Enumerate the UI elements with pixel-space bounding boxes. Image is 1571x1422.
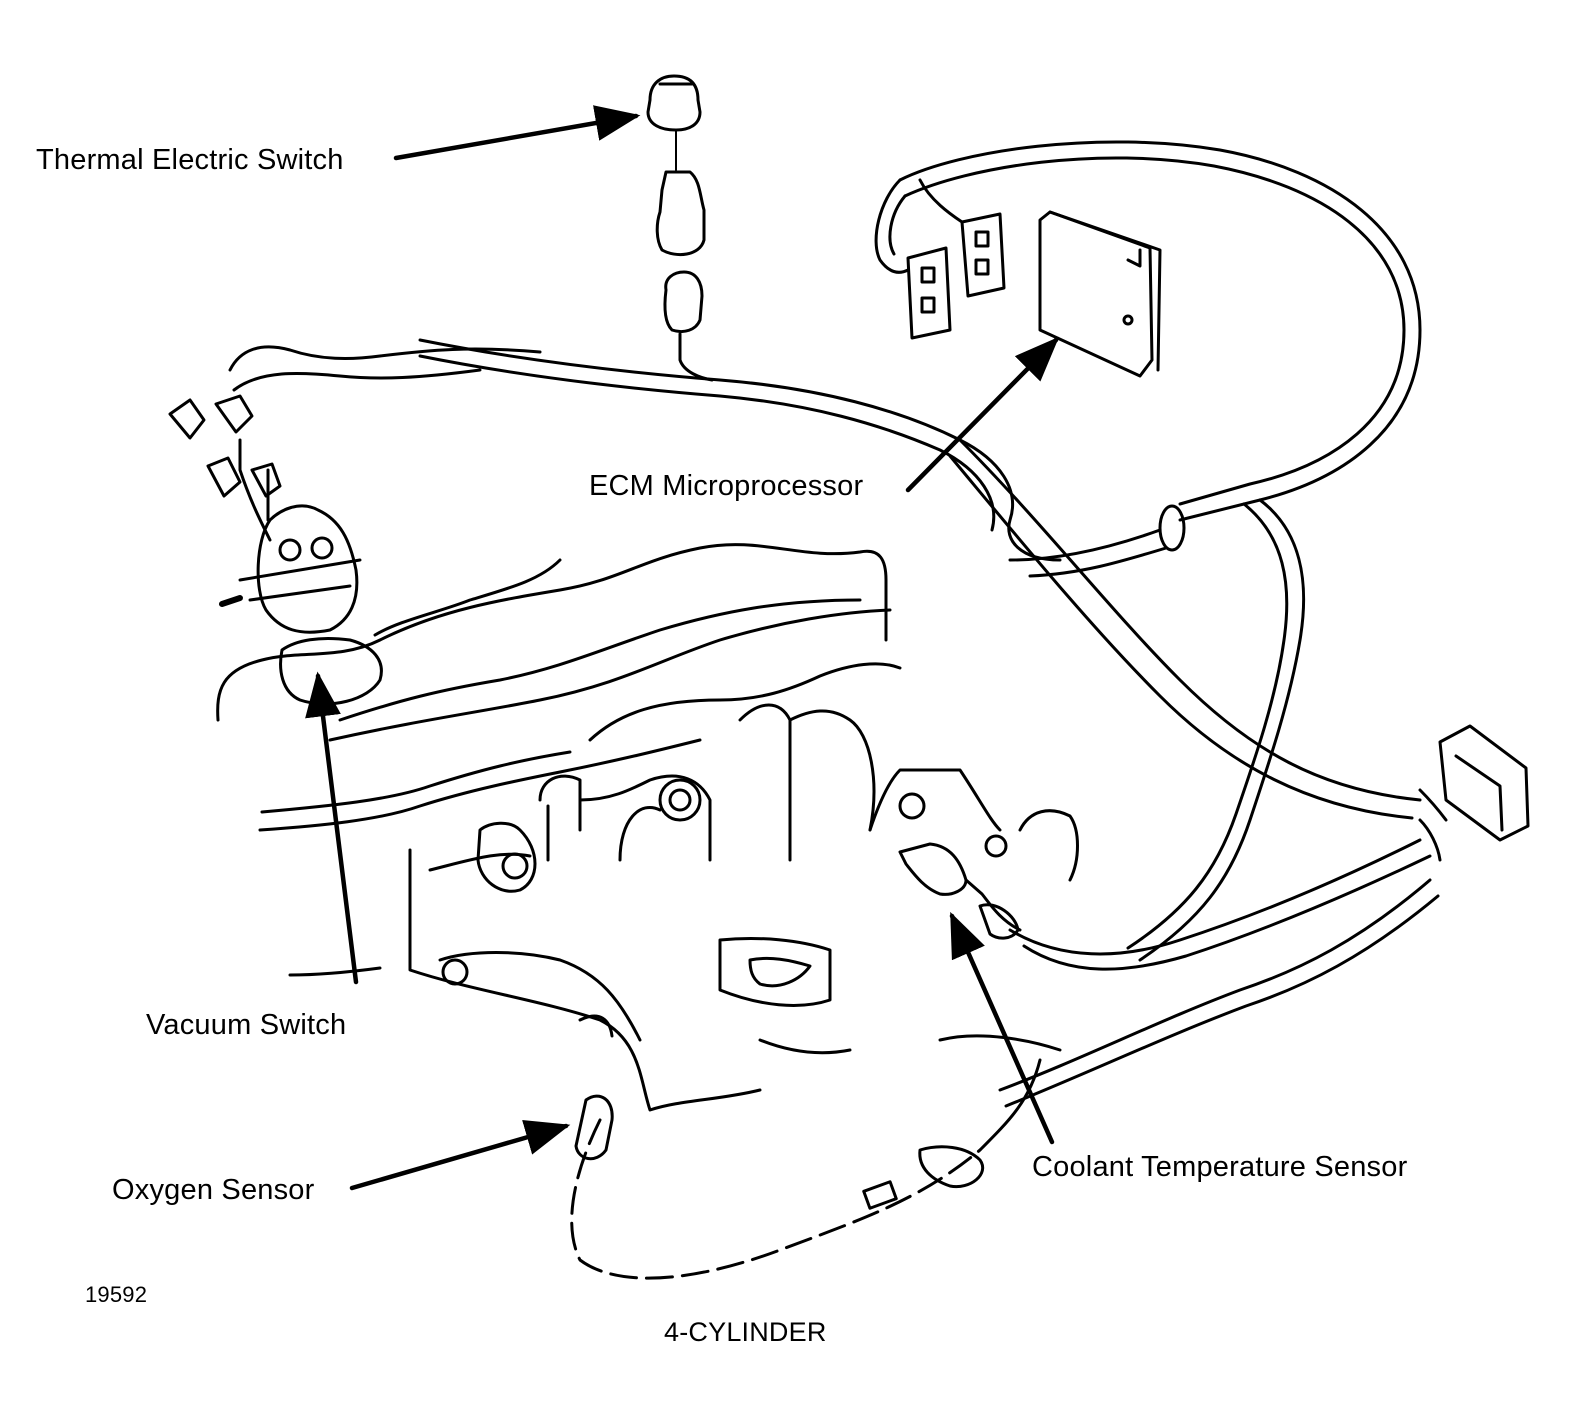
coolant-sensor-part bbox=[898, 842, 1022, 940]
figure-number: 19592 bbox=[85, 1282, 148, 1307]
engine-block-outline bbox=[216, 504, 1079, 1112]
arrow-thermal-switch bbox=[393, 105, 641, 161]
vacuum-switch-connectors bbox=[168, 394, 282, 498]
leader-arrows bbox=[305, 105, 1060, 1191]
label-vacuum-switch: Vacuum Switch bbox=[146, 1009, 347, 1041]
arrow-coolant-sensor bbox=[949, 911, 1055, 1145]
wiring-harness bbox=[228, 140, 1440, 1280]
arrow-vacuum-switch bbox=[305, 671, 359, 985]
oxygen-sensor-part bbox=[574, 1094, 984, 1210]
thermal-switch-parts bbox=[646, 74, 714, 382]
figure-caption: 4-CYLINDER bbox=[664, 1317, 827, 1347]
arrow-oxygen-sensor bbox=[349, 1119, 571, 1191]
harness-connector bbox=[1418, 724, 1530, 862]
label-thermal-electric-switch: Thermal Electric Switch bbox=[36, 144, 344, 176]
arrow-ecm bbox=[905, 336, 1060, 493]
label-coolant-temperature-sensor: Coolant Temperature Sensor bbox=[1032, 1151, 1408, 1183]
ecm-module bbox=[874, 178, 1162, 378]
label-ecm-microprocessor: ECM Microprocessor bbox=[589, 470, 864, 502]
label-oxygen-sensor: Oxygen Sensor bbox=[112, 1174, 315, 1206]
